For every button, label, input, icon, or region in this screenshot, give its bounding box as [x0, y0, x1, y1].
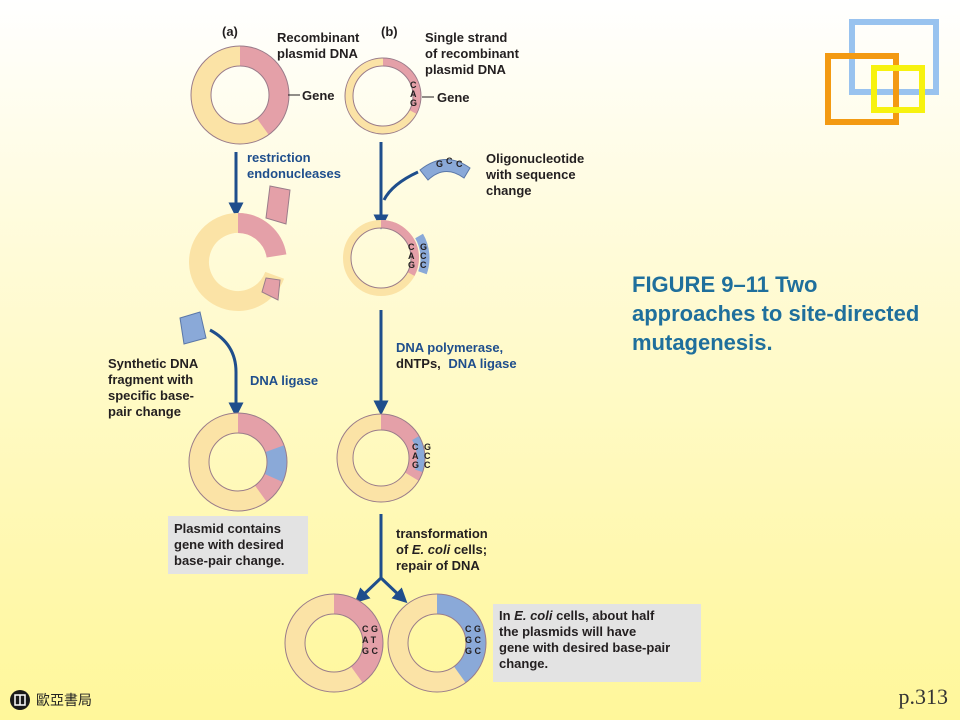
plasmid-a2 [189, 213, 287, 311]
seq-b2-6: C [420, 260, 427, 270]
restriction-label: restriction [247, 150, 311, 165]
strand-label-2: of recombinant [425, 46, 520, 61]
seq-b1-3: G [410, 98, 417, 108]
dntps-line: dNTPs, DNA ligase [396, 356, 517, 371]
publisher: 歐亞書局 [10, 688, 92, 712]
excised-fragment [265, 185, 291, 225]
fragment-label-2: fragment with [108, 372, 193, 387]
seq-b2-3: G [408, 260, 415, 270]
result-b-suffix: cells, about half [556, 608, 655, 623]
seq-b3-4: G [424, 442, 431, 452]
seq-b3-6: C [424, 460, 431, 470]
ecoli-cells-line: of E. coli cells; [396, 542, 487, 557]
result-b-prefix: In [499, 608, 514, 623]
page-number: p.313 [898, 684, 949, 709]
dntps-label: dNTPs, [396, 356, 441, 371]
publisher-logo-icon [10, 690, 30, 710]
result-b-line-4: change. [499, 656, 548, 671]
oligo-seq-2: C [446, 156, 453, 166]
seq-b2-4: G [420, 242, 427, 252]
result-box-a [168, 516, 308, 574]
right-pair-1: C G [465, 624, 481, 634]
endonucleases-label: endonucleases [247, 166, 341, 181]
seq-b2-2: A [408, 251, 415, 261]
decorative-squares [825, 19, 939, 125]
oligo-label-3: change [486, 183, 532, 198]
publisher-name: 歐亞書局 [36, 693, 92, 709]
oligo-seq-1: G [436, 159, 443, 169]
fragment-label-3: specific base- [108, 388, 194, 403]
synthetic-fragment [179, 311, 207, 345]
result-b-line-1: In E. coli cells, about half [499, 608, 655, 623]
result-box-b [493, 604, 701, 682]
figure-title: FIGURE 9–11 Two approaches to site-direc… [632, 272, 920, 355]
result-a-line-3: base-pair change. [174, 553, 285, 568]
result-b-line-3: gene with desired base-pair [499, 640, 670, 655]
seq-b1-1: C [410, 80, 417, 90]
oligo-label-1: Oligonucleotide [486, 151, 584, 166]
plasmid-b1 [344, 57, 422, 135]
seq-b3-3: G [412, 460, 419, 470]
seq-b2-1: C [408, 242, 415, 252]
oligo-label-2: with sequence [485, 167, 576, 182]
recombinant-label: Recombinant [277, 30, 360, 45]
seq-b3-5: C [424, 451, 431, 461]
right-pair-2: G C [465, 635, 482, 645]
gene-label-a: Gene [302, 88, 335, 103]
fragment-label-4: pair change [108, 404, 181, 419]
strand-label-1: Single strand [425, 30, 507, 45]
plasmid-b2 [332, 209, 430, 307]
plasmid-a3 [188, 412, 288, 512]
oligonucleotide [419, 159, 471, 181]
strand-label-3: plasmid DNA [425, 62, 507, 77]
result-a-line-2: gene with desired [174, 537, 284, 552]
plasmid-a1 [190, 45, 290, 145]
dna-ligase-label-a: DNA ligase [250, 373, 318, 388]
plasmid-b3 [336, 413, 426, 503]
plasmid-result-mutant [387, 593, 487, 693]
ecoli-name: E. coli [412, 542, 451, 557]
seq-b1-2: A [410, 89, 417, 99]
left-pair-1: C G [362, 624, 378, 634]
seq-b2-5: C [420, 251, 427, 261]
ecoli-suffix: cells; [454, 542, 487, 557]
seq-b3-2: A [412, 451, 419, 461]
panel-a-label: (a) [222, 24, 238, 39]
left-pair-2: A T [362, 635, 377, 645]
result-a-line-1: Plasmid contains [174, 521, 281, 536]
plasmid-result-original [284, 593, 384, 693]
repair-label: repair of DNA [396, 558, 480, 573]
oligo-seq-3: C [456, 159, 463, 169]
polymerase-label: DNA polymerase, [396, 340, 503, 355]
result-b-line-2: the plasmids will have [499, 624, 636, 639]
seq-b3-1: C [412, 442, 419, 452]
right-pair-3: G C [465, 646, 482, 656]
result-b-ecoli: E. coli [514, 608, 553, 623]
dna-ligase-label-b: DNA ligase [448, 356, 516, 371]
recombinant-label-2: plasmid DNA [277, 46, 359, 61]
fragment-label-1: Synthetic DNA [108, 356, 199, 371]
gene-label-b: Gene [437, 90, 470, 105]
left-pair-3: G C [362, 646, 379, 656]
panel-b-label: (b) [381, 24, 398, 39]
transformation-label: transformation [396, 526, 488, 541]
ecoli-prefix: of [396, 542, 412, 557]
